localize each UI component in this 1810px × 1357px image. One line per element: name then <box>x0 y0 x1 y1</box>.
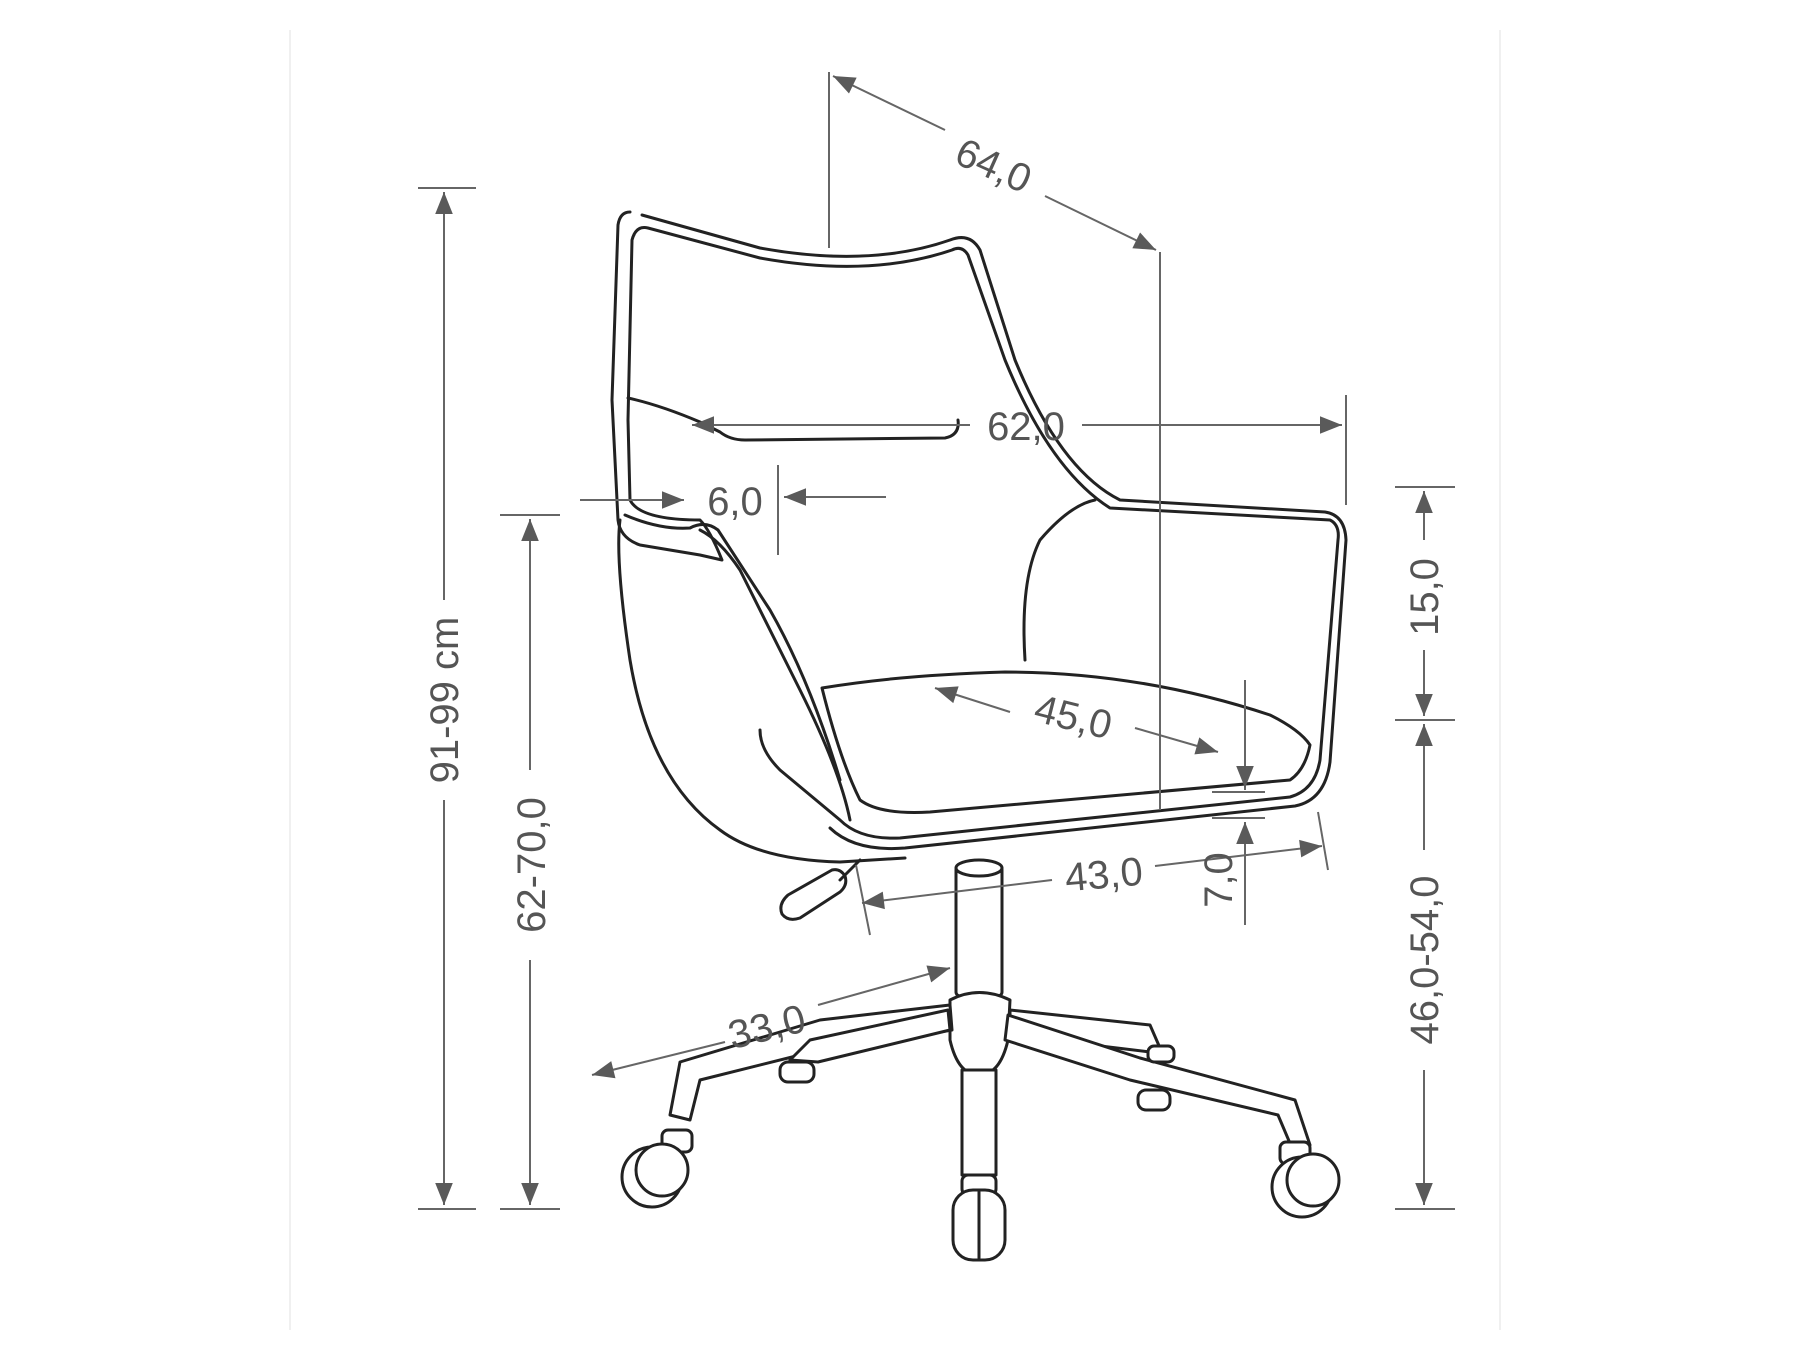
dim-seat-depth-upper <box>934 686 1011 713</box>
base-leg-front <box>960 1068 998 1177</box>
dimension-lines <box>418 72 1455 1210</box>
dim-base-upper <box>817 965 951 1006</box>
dim-seat-width-right <box>1154 839 1323 867</box>
dim-depth-upper <box>832 75 946 131</box>
right-arm-panel <box>1022 498 1097 662</box>
label-arm-height: 62-70,0 <box>510 797 554 933</box>
base-hub <box>948 991 1012 1077</box>
label-seat-depth: 45,0 <box>1030 687 1116 749</box>
caster-back-right <box>1146 1044 1176 1064</box>
left-arm-inner <box>698 528 852 822</box>
label-seat-height: 46,0-54,0 <box>1403 875 1447 1044</box>
label-depth: 64,0 <box>949 130 1038 202</box>
gas-cylinder <box>954 864 1004 998</box>
dim-seat-width-left <box>861 879 1053 910</box>
wheel-right <box>1270 1140 1341 1219</box>
label-arm-above-seat: 15,0 <box>1403 558 1447 636</box>
label-seat-width: 43,0 <box>1063 850 1144 901</box>
wheel-front <box>951 1173 1007 1262</box>
base-leg-right <box>1003 1013 1312 1150</box>
wheel-left <box>620 1128 694 1209</box>
cylinder-top <box>954 858 1004 878</box>
caster-back-mid <box>1136 1088 1172 1112</box>
height-lever <box>779 868 848 921</box>
ext-seat-width-right <box>1317 811 1329 871</box>
backrest-outline <box>610 210 1340 840</box>
chair-drawing <box>610 210 1348 1262</box>
dim-depth-lower <box>1044 195 1157 251</box>
left-arm-outline <box>617 518 907 864</box>
caster-back-left <box>778 1060 816 1084</box>
backrest-inner-edge <box>640 213 1348 851</box>
label-total-height: 91-99 cm <box>423 617 467 784</box>
label-arm-width: 6,0 <box>707 480 763 524</box>
dim-seat-depth-lower <box>1134 727 1219 755</box>
headrest-fold <box>626 396 960 442</box>
left-arm-top <box>623 513 842 782</box>
lever-rod <box>838 858 862 882</box>
dim-base-lower <box>591 1041 726 1079</box>
label-width: 62,0 <box>987 405 1065 449</box>
label-seat-thickness: 7,0 <box>1197 852 1241 908</box>
seat-cushion <box>820 670 1312 814</box>
ext-seat-width-left <box>855 864 871 936</box>
